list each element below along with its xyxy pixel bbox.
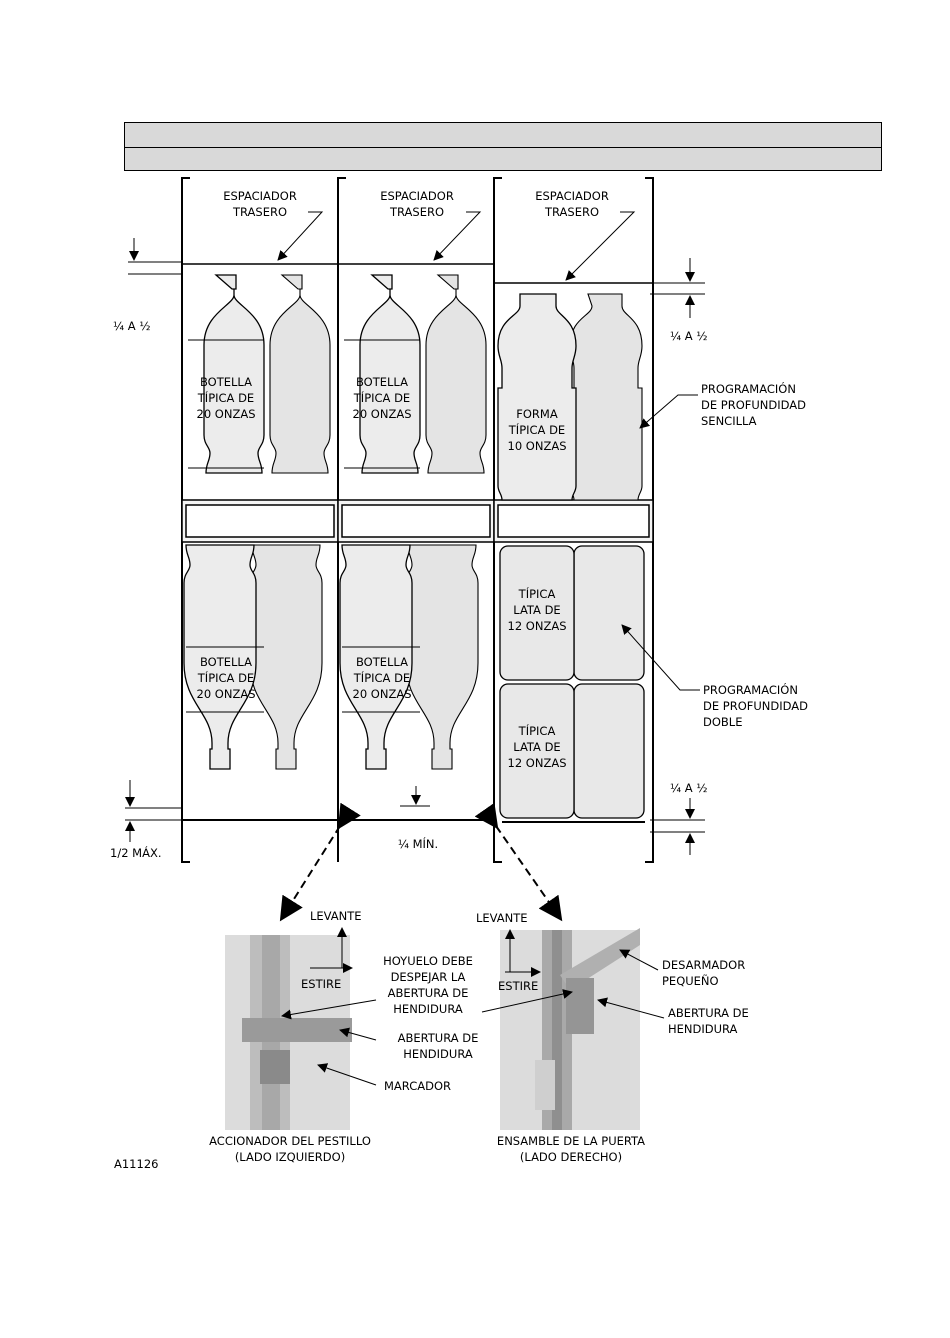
svg-text:ESPACIADOR: ESPACIADOR xyxy=(223,189,297,203)
dim-right-top: ¼ A ½ xyxy=(670,329,707,343)
svg-text:TÍPICA DE: TÍPICA DE xyxy=(353,390,410,405)
dim-right-bottom: ¼ A ½ xyxy=(670,781,707,795)
bottle-label-top-mid: BOTELLA TÍPICA DE 20 ONZAS xyxy=(353,375,412,421)
rear-spacer-arrows xyxy=(277,211,700,691)
svg-text:TÍPICA DE: TÍPICA DE xyxy=(197,390,254,405)
column2-top-bottles xyxy=(344,274,487,474)
svg-text:12 ONZAS: 12 ONZAS xyxy=(508,619,567,633)
column1-top-bottles xyxy=(188,274,331,474)
can-label-lower: TÍPICA LATA DE 12 ONZAS xyxy=(508,723,567,770)
lift-label-left: LEVANTE xyxy=(310,909,362,923)
svg-text:LATA DE: LATA DE xyxy=(513,603,560,617)
rear-spacer-label-3: ESPACIADOR TRASERO xyxy=(535,189,609,219)
dimple-note: HOYUELO DEBE DESPEJAR LA ABERTURA DE HEN… xyxy=(383,954,473,1016)
header-bar-bottom xyxy=(124,148,882,171)
svg-text:DESARMADOR: DESARMADOR xyxy=(662,958,745,972)
column1-bottom-bottles xyxy=(183,544,323,770)
svg-text:(LADO IZQUIERDO): (LADO IZQUIERDO) xyxy=(235,1150,345,1164)
svg-text:DOBLE: DOBLE xyxy=(703,715,742,729)
column2-bottom-bottles xyxy=(339,544,479,770)
svg-text:TRASERO: TRASERO xyxy=(232,205,287,219)
header-bar-top xyxy=(124,122,882,148)
svg-text:TRASERO: TRASERO xyxy=(544,205,599,219)
detail-arrows xyxy=(279,802,563,922)
screwdriver-label: DESARMADOR PEQUEÑO xyxy=(662,958,745,988)
dim-half-max: 1/2 MÁX. xyxy=(110,845,162,860)
latch-actuator-photo xyxy=(225,935,352,1130)
bottle-label-bot-left: BOTELLA TÍPICA DE 20 ONZAS xyxy=(197,655,256,701)
svg-text:PROGRAMACIÓN: PROGRAMACIÓN xyxy=(701,381,796,396)
svg-text:HENDIDURA: HENDIDURA xyxy=(668,1022,738,1036)
svg-text:12 ONZAS: 12 ONZAS xyxy=(508,756,567,770)
photo-arrows xyxy=(281,927,665,1086)
door-caption: ENSAMBLE DE LA PUERTA (LADO DERECHO) xyxy=(497,1134,645,1164)
can-label-upper: TÍPICA LATA DE 12 ONZAS xyxy=(508,586,567,633)
svg-text:FORMA: FORMA xyxy=(516,407,558,421)
svg-text:ABERTURA DE: ABERTURA DE xyxy=(388,986,469,1000)
bottle-label-top-left: BOTELLA TÍPICA DE 20 ONZAS xyxy=(197,375,256,421)
form-10oz-label: FORMA TÍPICA DE 10 ONZAS xyxy=(508,407,567,453)
svg-text:TÍPICA: TÍPICA xyxy=(518,723,556,738)
lift-label-right: LEVANTE xyxy=(476,911,528,925)
svg-text:HOYUELO DEBE: HOYUELO DEBE xyxy=(383,954,473,968)
svg-text:TÍPICA DE: TÍPICA DE xyxy=(197,670,254,685)
latch-caption: ACCIONADOR DEL PESTILLO (LADO IZQUIERDO) xyxy=(209,1134,371,1164)
svg-text:HENDIDURA: HENDIDURA xyxy=(403,1047,473,1061)
rear-spacer-label-1: ESPACIADOR TRASERO xyxy=(223,189,297,219)
svg-text:ABERTURA DE: ABERTURA DE xyxy=(398,1031,479,1045)
svg-text:TÍPICA: TÍPICA xyxy=(518,586,556,601)
pull-label-right: ESTIRE xyxy=(498,979,538,993)
svg-text:10 ONZAS: 10 ONZAS xyxy=(508,439,567,453)
svg-text:PEQUEÑO: PEQUEÑO xyxy=(662,973,719,988)
svg-text:ESPACIADOR: ESPACIADOR xyxy=(380,189,454,203)
svg-text:20 ONZAS: 20 ONZAS xyxy=(197,407,256,421)
double-depth-label: PROGRAMACIÓN DE PROFUNDIDAD DOBLE xyxy=(703,682,808,729)
svg-text:TRASERO: TRASERO xyxy=(389,205,444,219)
column3-cans xyxy=(499,545,645,819)
svg-text:20 ONZAS: 20 ONZAS xyxy=(197,687,256,701)
single-depth-label: PROGRAMACIÓN DE PROFUNDIDAD SENCILLA xyxy=(701,381,806,428)
svg-text:LATA DE: LATA DE xyxy=(513,740,560,754)
svg-text:ABERTURA DE: ABERTURA DE xyxy=(668,1006,749,1020)
dim-left-top: ¼ A ½ xyxy=(113,319,150,333)
slot-opening-left-label: ABERTURA DE HENDIDURA xyxy=(398,1031,479,1061)
svg-text:BOTELLA: BOTELLA xyxy=(356,655,408,669)
svg-text:SENCILLA: SENCILLA xyxy=(701,414,757,428)
svg-text:20 ONZAS: 20 ONZAS xyxy=(353,687,412,701)
svg-text:ESPACIADOR: ESPACIADOR xyxy=(535,189,609,203)
svg-text:TÍPICA DE: TÍPICA DE xyxy=(508,422,565,437)
svg-text:DE PROFUNDIDAD: DE PROFUNDIDAD xyxy=(703,699,808,713)
dim-quarter-min: ¼ MÍN. xyxy=(398,836,438,851)
figure-id: A11126 xyxy=(114,1157,158,1171)
rear-spacer-label-2: ESPACIADOR TRASERO xyxy=(380,189,454,219)
door-assembly-photo xyxy=(500,928,640,1130)
bottle-label-bot-mid: BOTELLA TÍPICA DE 20 ONZAS xyxy=(353,655,412,701)
svg-text:DESPEJAR LA: DESPEJAR LA xyxy=(391,970,466,984)
slot-opening-right-label: ABERTURA DE HENDIDURA xyxy=(668,1006,749,1036)
column3-top-10oz-bottles xyxy=(497,293,643,501)
shelf-trays xyxy=(181,499,654,823)
rear-spacer-lines xyxy=(182,263,653,284)
svg-text:BOTELLA: BOTELLA xyxy=(200,655,252,669)
svg-text:BOTELLA: BOTELLA xyxy=(356,375,408,389)
svg-text:(LADO DERECHO): (LADO DERECHO) xyxy=(520,1150,622,1164)
svg-text:DE PROFUNDIDAD: DE PROFUNDIDAD xyxy=(701,398,806,412)
svg-text:BOTELLA: BOTELLA xyxy=(200,375,252,389)
dimension-markers xyxy=(125,238,705,855)
svg-text:ENSAMBLE DE LA PUERTA: ENSAMBLE DE LA PUERTA xyxy=(497,1134,645,1148)
svg-text:20 ONZAS: 20 ONZAS xyxy=(353,407,412,421)
marker-label: MARCADOR xyxy=(384,1079,451,1093)
svg-text:TÍPICA DE: TÍPICA DE xyxy=(353,670,410,685)
svg-text:PROGRAMACIÓN: PROGRAMACIÓN xyxy=(703,682,798,697)
svg-text:HENDIDURA: HENDIDURA xyxy=(393,1002,463,1016)
pull-label-left: ESTIRE xyxy=(301,977,341,991)
svg-text:ACCIONADOR DEL PESTILLO: ACCIONADOR DEL PESTILLO xyxy=(209,1134,371,1148)
